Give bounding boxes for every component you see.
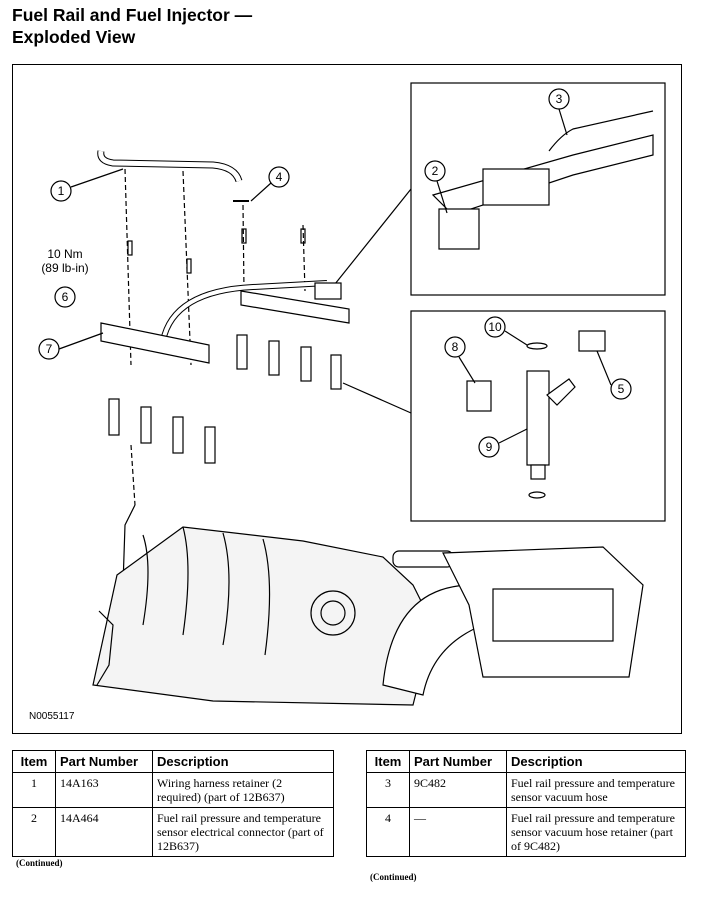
cell-item: 3	[366, 772, 410, 808]
fuel-rail-left	[100, 322, 210, 364]
cell-part-number: 14A464	[55, 807, 153, 857]
sensor-detail	[431, 110, 654, 250]
bolt-2	[186, 258, 192, 274]
bolt-1	[127, 240, 133, 256]
injector-detail	[466, 330, 606, 499]
cell-description: Fuel rail pressure and temperature senso…	[506, 772, 686, 808]
cell-part-number: 14A163	[55, 772, 153, 808]
callout-7: 7	[45, 342, 53, 356]
parts-table-left: Item Part Number Description 1 14A163 Wi…	[12, 750, 334, 857]
col-header-item: Item	[366, 750, 410, 773]
fuel-rail-right	[240, 290, 350, 324]
callout-4: 4	[275, 170, 283, 184]
title-line-1: Fuel Rail and Fuel Injector —	[12, 5, 253, 25]
continued-right: (Continued)	[370, 872, 417, 882]
cell-description: Wiring harness retainer (2 required) (pa…	[152, 772, 334, 808]
torque-spec: 10 Nm (89 lb-in)	[35, 247, 95, 275]
injectors-left	[108, 398, 216, 464]
inset-leader-lower	[342, 382, 412, 414]
exploded-view-drawing	[92, 82, 666, 706]
callout-3: 3	[555, 92, 563, 106]
engine-assembly	[92, 526, 644, 706]
torque-nm: 10 Nm	[47, 247, 83, 261]
callout-10: 10	[488, 320, 502, 334]
inset-leader-upper	[330, 188, 412, 290]
cell-part-number: 9C482	[409, 772, 507, 808]
table-row: 4 — Fuel rail pressure and temperature s…	[366, 807, 686, 857]
col-header-part-number: Part Number	[409, 750, 507, 773]
injectors-right	[236, 334, 342, 390]
exploded-view-figure: 1 2 3 4 5 6 7 8 9 10 10 Nm (89 lb-in) N0…	[12, 64, 682, 734]
cell-item: 1	[12, 772, 56, 808]
callout-6: 6	[61, 290, 69, 304]
table-row: 1 14A163 Wiring harness retainer (2 requ…	[12, 772, 334, 808]
table-row: 2 14A464 Fuel rail pressure and temperat…	[12, 807, 334, 857]
cell-item: 2	[12, 807, 56, 857]
injector-detail-inset	[410, 310, 666, 522]
col-header-part-number: Part Number	[55, 750, 153, 773]
bolt-3	[241, 228, 247, 244]
callout-2: 2	[431, 164, 439, 178]
air-cleaner-box	[442, 546, 644, 678]
cell-part-number: —	[409, 807, 507, 857]
col-header-description: Description	[152, 750, 334, 773]
torque-lbin: (89 lb-in)	[41, 261, 89, 275]
col-header-description: Description	[506, 750, 686, 773]
page-title: Fuel Rail and Fuel Injector — Exploded V…	[12, 4, 252, 48]
cell-description: Fuel rail pressure and temperature senso…	[506, 807, 686, 857]
continued-left: (Continued)	[16, 858, 63, 868]
table-row: 3 9C482 Fuel rail pressure and temperatu…	[366, 772, 686, 808]
col-header-item: Item	[12, 750, 56, 773]
pressure-sensor	[314, 282, 342, 300]
callout-1: 1	[57, 184, 65, 198]
cell-description: Fuel rail pressure and temperature senso…	[152, 807, 334, 857]
callout-8: 8	[451, 340, 459, 354]
title-line-2: Exploded View	[12, 27, 136, 47]
figure-id: N0055117	[29, 711, 75, 722]
callout-9: 9	[485, 440, 493, 454]
parts-table-right: Item Part Number Description 3 9C482 Fue…	[366, 750, 686, 857]
cell-item: 4	[366, 807, 410, 857]
callout-5: 5	[617, 382, 625, 396]
